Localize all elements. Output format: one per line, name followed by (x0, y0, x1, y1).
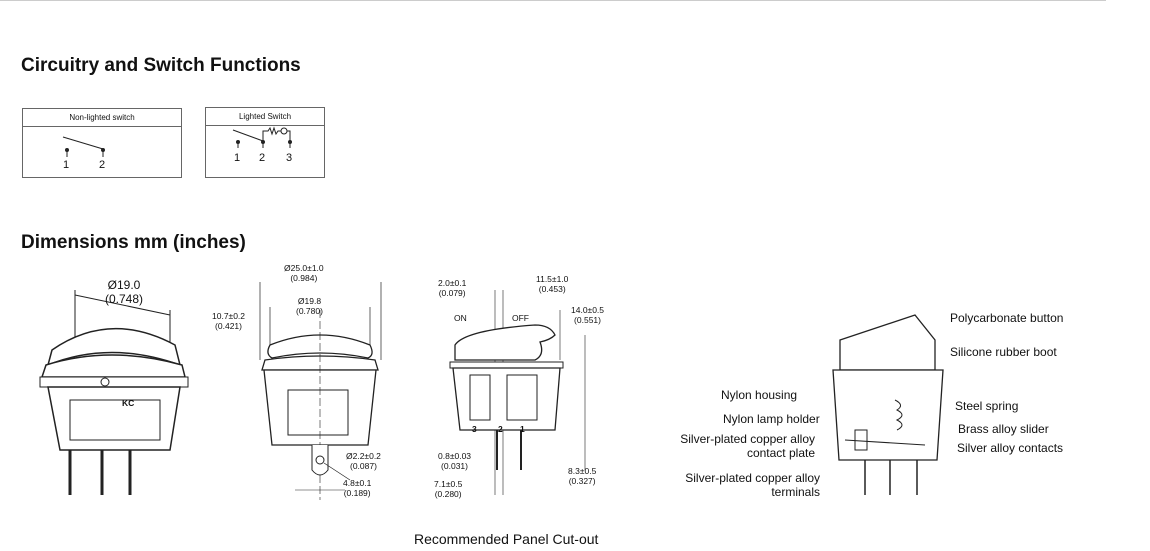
inner-dia-value: Ø19.8 (297, 296, 322, 306)
non-lighted-diagram (62, 136, 105, 157)
thick-value: 0.8±0.03 (438, 451, 472, 461)
width-value: 11.5±1.0 (536, 274, 569, 284)
on-label: ON (454, 313, 467, 323)
pin-len-inch: (0.327) (568, 476, 596, 486)
pin-3-label: 3 (286, 152, 293, 164)
outer-dia-inch: (0.984) (290, 273, 318, 283)
callout-steel-spring: Steel spring (955, 399, 1019, 413)
offset-inch: (0.079) (438, 288, 466, 298)
height-inch: (0.421) (215, 321, 242, 331)
contact-plate-line2: contact plate (746, 446, 815, 460)
inner-dia-inch: (0.780) (296, 306, 323, 316)
dia-inch-value: (0.748) (105, 292, 144, 306)
off-label: OFF (512, 313, 529, 323)
tab-label: 4.8±0.1(0.189) (343, 478, 371, 498)
rocker-label: 14.0±0.5(0.551) (571, 305, 604, 325)
callout-silicone-boot: Silicone rubber boot (950, 345, 1057, 359)
non-lighted-title: Non-lighted switch (23, 109, 181, 127)
contact-plate-line1: Silver-plated copper alloy (680, 432, 815, 446)
outer-dia-label: Ø25.0±1.0(0.984) (284, 263, 324, 283)
terminals-line1: Silver-plated copper alloy (685, 471, 820, 485)
dia-value: Ø19.0 (107, 278, 141, 292)
divider (0, 0, 1106, 1)
lighted-circuit: Lighted Switch 1 2 3 (205, 107, 325, 178)
switch-front-drawing (259, 282, 382, 500)
pin-len-label: 8.3±0.5(0.327) (568, 466, 596, 486)
pitch-value: 7.1±0.5 (434, 479, 463, 489)
hole-value: Ø2.2±0.2 (346, 451, 381, 461)
pin-1-label: 1 (63, 159, 70, 171)
width-inch: (0.453) (538, 284, 566, 294)
pitch-inch: (0.280) (434, 489, 462, 499)
pin-len-value: 8.3±0.5 (568, 466, 597, 476)
pin-1-label: 1 (234, 152, 241, 164)
circuitry-heading: Circuitry and Switch Functions (21, 55, 301, 76)
callout-brass-slider: Brass alloy slider (958, 422, 1049, 436)
inner-dia-label: Ø19.8(0.780) (296, 296, 323, 316)
pin-3-label: 3 (472, 424, 477, 434)
callout-silver-contacts: Silver alloy contacts (957, 441, 1064, 455)
tab-value: 4.8±0.1 (343, 478, 372, 488)
kc-mark: KC (122, 398, 135, 408)
height-label: 10.7±0.2(0.421) (212, 311, 245, 331)
lighted-diagram (232, 126, 292, 148)
rocker-value: 14.0±0.5 (571, 305, 605, 315)
switch-side-drawing (449, 290, 586, 495)
pin-2-label: 2 (259, 152, 266, 164)
height-value: 10.7±0.2 (212, 311, 246, 321)
panel-cutout-caption: Recommended Panel Cut-out (414, 531, 599, 547)
rocker-inch: (0.551) (574, 315, 601, 325)
pin-1-label: 1 (520, 424, 525, 434)
callout-polycarbonate-button: Polycarbonate button (950, 311, 1064, 325)
callout-nylon-housing: Nylon housing (721, 388, 798, 402)
switch-cutaway-drawing (832, 314, 944, 495)
callout-nylon-lamp-holder: Nylon lamp holder (723, 412, 820, 426)
hole-inch: (0.087) (349, 461, 377, 471)
offset-value: 2.0±0.1 (438, 278, 467, 288)
hole-label: Ø2.2±0.2(0.087) (346, 451, 381, 471)
pitch-label: 7.1±0.5(0.280) (434, 479, 462, 499)
lighted-title: Lighted Switch (206, 108, 324, 126)
terminals-line2: terminals (771, 485, 820, 499)
thick-label: 0.8±0.03(0.031) (438, 451, 471, 471)
dia-label: Ø19.0(0.748) (105, 278, 143, 306)
dimensions-heading: Dimensions mm (inches) (21, 232, 246, 253)
offset-label: 2.0±0.1(0.079) (438, 278, 466, 298)
pin-2-label: 2 (99, 159, 106, 171)
width-label: 11.5±1.0(0.453) (536, 274, 568, 294)
tab-inch: (0.189) (343, 488, 371, 498)
outer-dia-value: Ø25.0±1.0 (284, 263, 324, 273)
thick-inch: (0.031) (441, 461, 468, 471)
switch-perspective-drawing (39, 290, 189, 495)
pin-2-label: 2 (498, 424, 503, 434)
non-lighted-circuit: Non-lighted switch 1 2 (22, 108, 182, 178)
